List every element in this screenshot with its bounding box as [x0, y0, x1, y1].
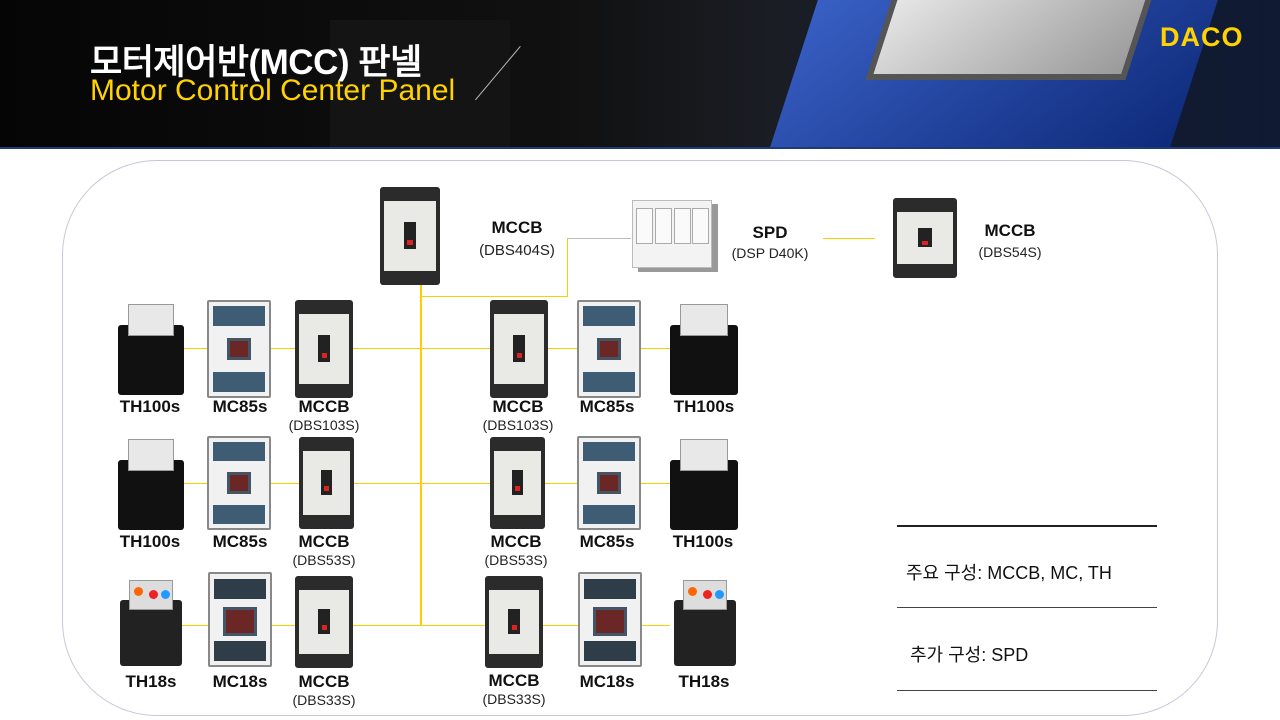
- spd-feed-line-top: [567, 238, 631, 239]
- spd-feed-line-vertical: [567, 238, 568, 297]
- row3-left-mc-label: MC18s: [212, 672, 268, 691]
- row1-right-th-label: TH100s: [673, 397, 735, 416]
- row2-right-mccb-model: (DBS53S): [484, 552, 548, 568]
- main-mccb-image: [380, 187, 440, 285]
- daco-logo: DACO: [1160, 22, 1244, 52]
- header-banner: 모터제어반(MCC) 판넬 Motor Control Center Panel…: [0, 0, 1280, 149]
- spd-image: [632, 200, 712, 268]
- row2-right-mccb-label: MCCB: [490, 532, 542, 551]
- row3-line: [180, 625, 670, 626]
- row3-right-th-label: TH18s: [678, 672, 730, 691]
- row1-right-mccb-label: MCCB: [492, 397, 544, 416]
- row2-left-mccb-label: MCCB: [298, 532, 350, 551]
- spd-mccb-label: MCCB: [984, 221, 1036, 240]
- mccb-image: [295, 300, 353, 398]
- mccb-image: [485, 576, 543, 668]
- mccb-image: [490, 437, 545, 529]
- info-divider-middle: [897, 607, 1157, 608]
- mccb-image: [490, 300, 548, 398]
- page-subtitle: Motor Control Center Panel: [90, 74, 456, 107]
- row1-right-mc-label: MC85s: [579, 397, 635, 416]
- row1-left-mccb-model: (DBS103S): [288, 417, 360, 433]
- main-mccb-model: (DBS404S): [479, 242, 555, 259]
- th-image: [120, 580, 182, 666]
- row1-right-mccb-model: (DBS103S): [482, 417, 554, 433]
- spd-model: (DSP D40K): [731, 245, 809, 261]
- row1-left-mc-label: MC85s: [212, 397, 268, 416]
- row1-left-th-label: TH100s: [119, 397, 181, 416]
- th-image: [674, 580, 736, 666]
- mc-image: [207, 300, 271, 398]
- row2-right-mc-label: MC85s: [579, 532, 635, 551]
- row1-line: [180, 348, 670, 349]
- mc-image: [578, 572, 642, 667]
- th-image: [118, 304, 184, 395]
- spd-mccb-model: (DBS54S): [978, 244, 1042, 260]
- th-image: [118, 439, 184, 530]
- mc-image: [577, 436, 641, 530]
- row3-left-th-label: TH18s: [125, 672, 177, 691]
- th-image: [670, 304, 738, 395]
- diagram-panel: [62, 160, 1218, 716]
- row2-line: [180, 483, 670, 484]
- row3-left-mccb-label: MCCB: [298, 672, 350, 691]
- extra-components-text: 추가 구성: SPD: [910, 645, 1029, 665]
- row3-right-mc-label: MC18s: [579, 672, 635, 691]
- row3-right-mccb-model: (DBS33S): [482, 691, 546, 707]
- row2-left-th-label: TH100s: [119, 532, 181, 551]
- mccb-image: [295, 576, 353, 668]
- spd-mccb-image: [893, 198, 957, 278]
- mc-image: [208, 572, 272, 667]
- info-divider-bottom: [897, 690, 1157, 691]
- row2-left-mccb-model: (DBS53S): [292, 552, 356, 568]
- spd-feed-line: [420, 296, 568, 297]
- row2-left-mc-label: MC85s: [212, 532, 268, 551]
- mccb-image: [299, 437, 354, 529]
- page-title: 모터제어반(MCC) 판넬: [90, 43, 422, 82]
- info-divider-top: [897, 525, 1157, 527]
- spd-mccb-line: [823, 238, 875, 239]
- background-block: [330, 20, 510, 147]
- row2-right-th-label: TH100s: [672, 532, 734, 551]
- spd-label: SPD: [752, 223, 788, 242]
- main-components-text: 주요 구성: MCCB, MC, TH: [906, 563, 1112, 583]
- main-mccb-label: MCCB: [491, 218, 543, 237]
- mc-image: [577, 300, 641, 398]
- th-image: [670, 439, 738, 530]
- row3-left-mccb-model: (DBS33S): [292, 692, 356, 708]
- row1-left-mccb-label: MCCB: [298, 397, 350, 416]
- row3-right-mccb-label: MCCB: [488, 671, 540, 690]
- main-bus-line: [420, 285, 422, 626]
- mc-image: [207, 436, 271, 530]
- chip-core-graphic: [865, 0, 1155, 80]
